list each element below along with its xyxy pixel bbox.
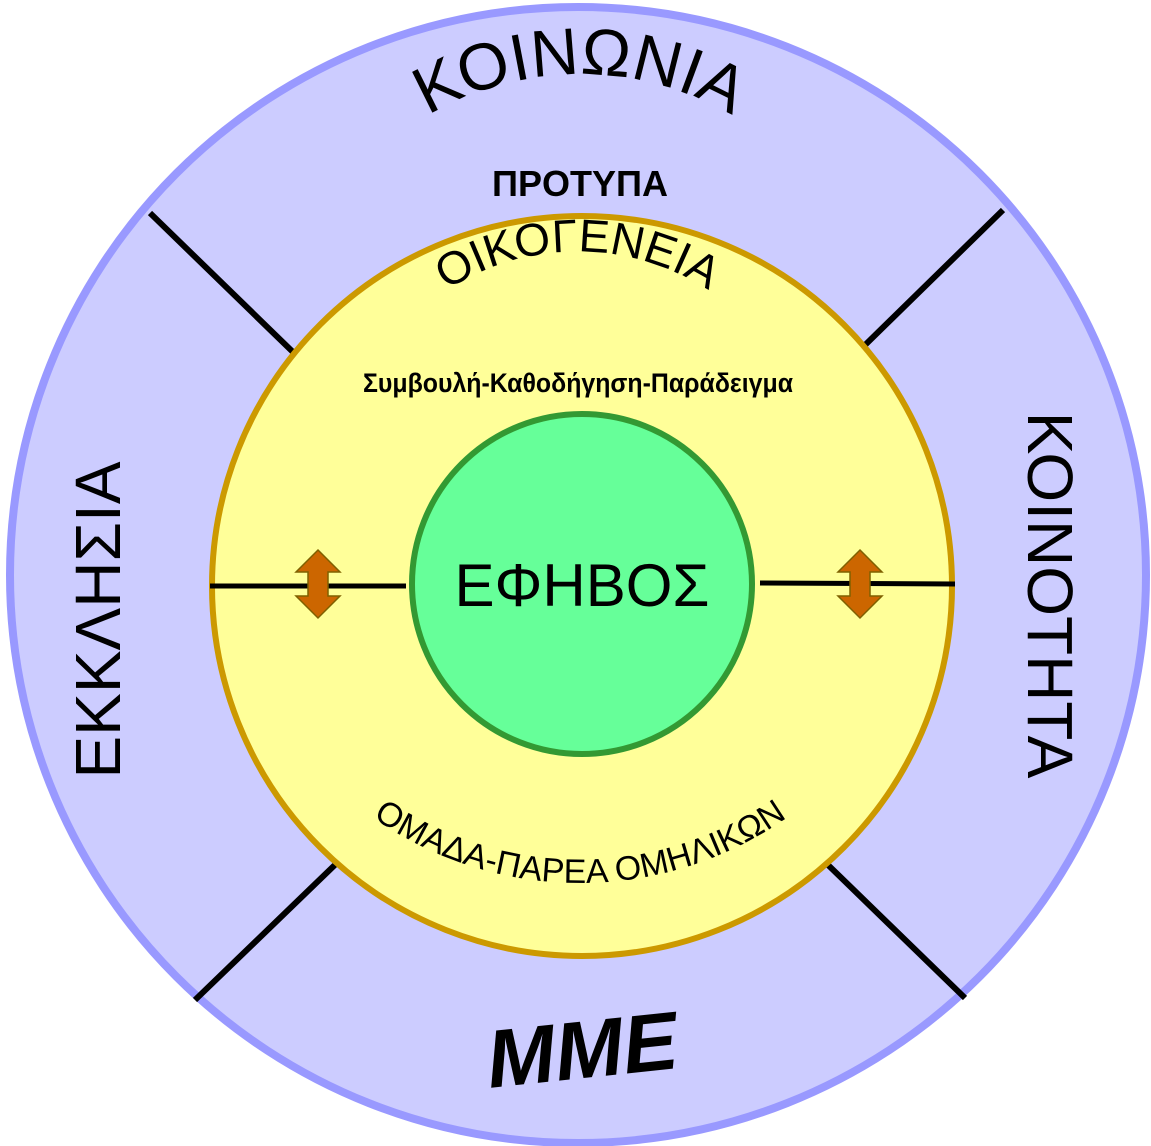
outer-left-label: ΕΚΚΛΗΣΙΑ	[62, 461, 134, 778]
center-label: ΕΦΗΒΟΣ	[455, 552, 710, 619]
outer-bottom-label: ΜΜΕ	[482, 995, 684, 1106]
divider-top-right	[859, 207, 1006, 351]
divider-bottom-left	[192, 857, 343, 1003]
double-arrow-vertical-icon	[294, 548, 342, 620]
outer-right-label: ΚΟΙΝΟΤΗΤΑ	[1014, 412, 1086, 779]
divider-bottom-right	[822, 859, 968, 1001]
middle-top-sublabel: Συμβουλή-Καθοδήγηση-Παράδειγμα	[363, 368, 793, 398]
divider-top-left	[147, 210, 298, 357]
center-circle	[409, 411, 755, 757]
double-arrow-vertical-icon	[836, 548, 884, 620]
outer-top-sublabel: ΠΡΟΤΥΠΑ	[492, 163, 668, 204]
